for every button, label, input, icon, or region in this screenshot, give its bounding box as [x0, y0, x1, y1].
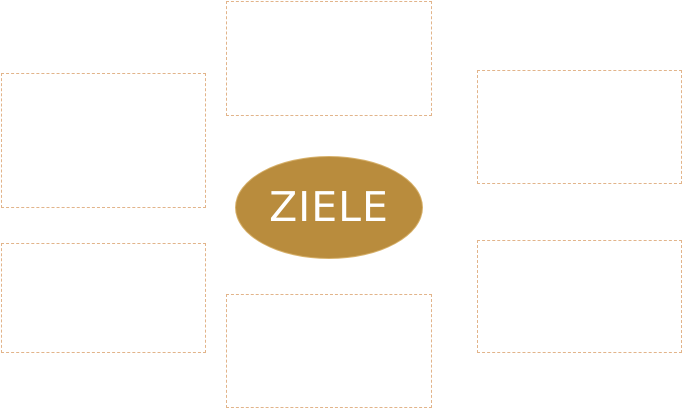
center-goal-label: ZIELE [269, 183, 389, 231]
goal-box-top-center[interactable] [226, 1, 432, 116]
center-goal-ellipse[interactable]: ZIELE [235, 156, 423, 259]
goal-box-right-upper[interactable] [477, 70, 682, 184]
goal-box-bottom-center[interactable] [226, 294, 432, 408]
goal-box-right-lower[interactable] [477, 240, 682, 353]
goal-box-left-upper[interactable] [1, 73, 206, 208]
goal-box-left-lower[interactable] [1, 243, 206, 353]
